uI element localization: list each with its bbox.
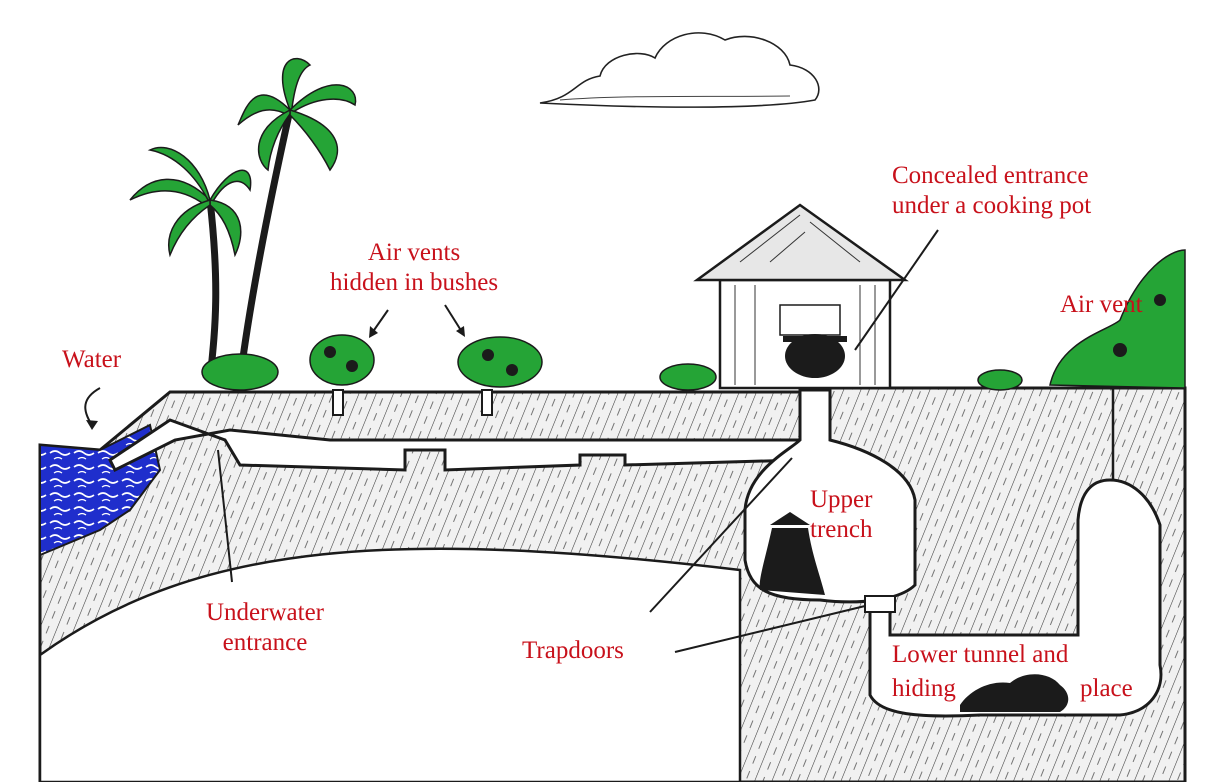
air-vent-shaft-1 <box>332 389 344 416</box>
label-trapdoors: Trapdoors <box>522 636 624 666</box>
label-underwater-entrance-line2: entrance <box>222 629 308 656</box>
trapdoor <box>864 595 896 613</box>
person-hiding-in-lower-tunnel <box>960 674 1069 712</box>
bush-air-vent-right <box>1049 249 1186 389</box>
hut <box>693 203 909 390</box>
label-lower-tunnel-line1: Lower tunnel and <box>892 641 1069 668</box>
bush-air-vent-2 <box>457 336 543 388</box>
label-air-vent-text: Air vent <box>1060 291 1143 318</box>
bush-near-hut <box>659 363 717 391</box>
trapdoor-pointer-upper <box>649 457 793 613</box>
label-air-vent: Air vent <box>1060 290 1143 320</box>
palm-tree-right <box>236 57 357 381</box>
label-upper-trench-line2: trench <box>810 516 873 543</box>
label-air-vents-line1: Air vents <box>367 239 461 266</box>
person-crouching-in-trench <box>759 512 825 595</box>
label-trapdoors-text: Trapdoors <box>522 637 624 664</box>
label-underwater-entrance: Underwater entrance <box>206 598 324 658</box>
palm-tree-left <box>129 146 252 381</box>
label-upper-trench-line1: Upper <box>810 486 873 513</box>
label-concealed-entrance-line2: under a cooking pot <box>892 192 1092 219</box>
bush-right-small <box>977 369 1023 391</box>
concealed-entrance-pointer <box>854 229 939 351</box>
water-arrow <box>84 387 101 426</box>
label-air-vents-line2: hidden in bushes <box>330 269 499 296</box>
underwater-entrance-tunnel <box>108 418 802 473</box>
air-vent-arrow-1 <box>371 309 389 334</box>
lower-tunnel <box>868 478 1163 718</box>
label-water-text: Water <box>62 346 122 373</box>
label-underwater-entrance-line1: Underwater <box>206 599 324 626</box>
cloud <box>539 32 820 108</box>
label-concealed-entrance: Concealed entrance under a cooking pot <box>892 161 1091 221</box>
label-lower-tunnel-place-box: place <box>1080 674 1133 704</box>
label-lower-tunnel-line1-box: Lower tunnel and <box>892 640 1068 670</box>
label-lower-tunnel-hiding: hiding <box>892 675 956 702</box>
label-lower-tunnel-hiding-box: hiding <box>892 674 956 704</box>
air-vent-arrow-2 <box>444 304 463 333</box>
label-lower-tunnel-place: place <box>1080 675 1133 702</box>
bush-near-palms <box>201 353 279 391</box>
label-concealed-entrance-line1: Concealed entrance <box>892 162 1089 189</box>
air-vent-shaft-2 <box>481 389 493 416</box>
underwater-entrance-pointer <box>217 449 233 583</box>
cooking-pot <box>785 334 845 378</box>
bush-air-vent-1 <box>309 334 375 386</box>
trapdoor-pointer-lower <box>674 605 866 653</box>
label-upper-trench: Upper trench <box>810 485 872 545</box>
label-air-vents-hidden-in-bushes: Air vents hidden in bushes <box>330 238 498 298</box>
label-water: Water <box>62 345 121 375</box>
lower-open-area <box>38 547 742 782</box>
